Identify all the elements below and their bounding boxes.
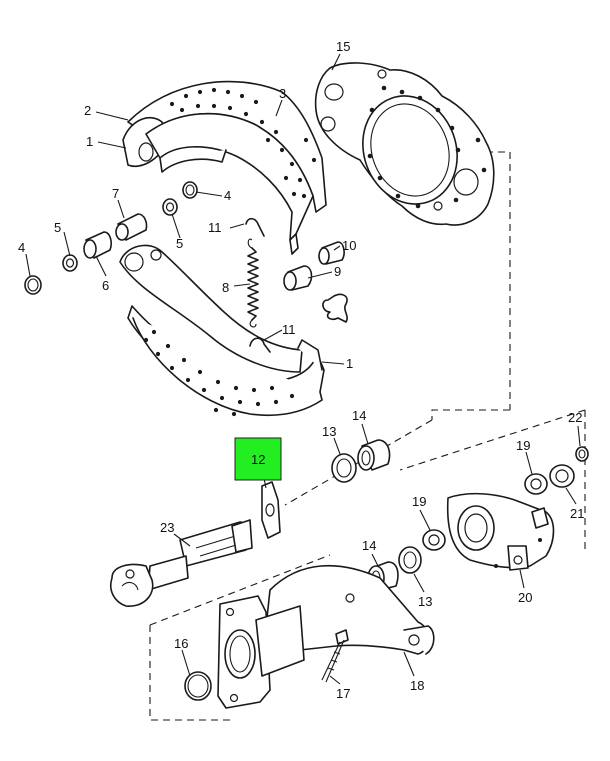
callout-1-upper: 1	[86, 134, 93, 149]
callout-21: 21	[570, 506, 584, 521]
lower-shoe-rivet-holes	[143, 329, 295, 417]
callout-5-right: 5	[176, 236, 183, 251]
callout-5-left: 5	[54, 220, 61, 235]
callout-16: 16	[174, 636, 188, 651]
washer-upper[interactable]	[162, 198, 178, 216]
brake-spider[interactable]	[314, 62, 495, 226]
callout-23: 23	[160, 520, 174, 535]
highlight-box-part-12	[234, 437, 282, 481]
callout-10: 10	[342, 238, 356, 253]
callout-20: 20	[518, 590, 532, 605]
callout-14-lower: 14	[362, 538, 376, 553]
o-ring-seal[interactable]	[184, 671, 212, 701]
callout-15: 15	[336, 39, 350, 54]
spring-hook-upper[interactable]	[245, 217, 265, 237]
callout-22: 22	[568, 410, 582, 425]
anchor-pin[interactable]	[115, 213, 148, 241]
upper-shoe-rivet-holes	[169, 87, 317, 199]
spacer-washer-upper[interactable]	[524, 473, 548, 495]
washer-lower[interactable]	[62, 254, 78, 272]
cam-roller[interactable]	[283, 265, 313, 291]
roller-sleeve[interactable]	[318, 241, 345, 265]
callout-13-upper: 13	[322, 424, 336, 439]
lower-brake-shoe[interactable]	[119, 244, 325, 417]
upper-brake-shoe[interactable]	[122, 80, 327, 255]
bushing[interactable]	[83, 231, 112, 259]
slack-adjuster[interactable]	[446, 492, 555, 571]
spring-hook-lower[interactable]	[249, 337, 271, 353]
spacer-washer-lower[interactable]	[422, 529, 446, 551]
callout-17: 17	[336, 686, 350, 701]
camshaft-seal-upper[interactable]	[331, 453, 357, 483]
camshaft-snap-ring[interactable]	[575, 446, 589, 462]
callout-9: 9	[334, 264, 341, 279]
callout-1-lower: 1	[346, 356, 353, 371]
thrust-washer[interactable]	[549, 464, 575, 488]
callout-3: 3	[279, 86, 286, 101]
cam-washer-highlighted[interactable]	[261, 481, 281, 539]
callout-19-lower: 19	[412, 494, 426, 509]
camshaft-bushing-upper[interactable]	[357, 439, 391, 471]
snap-ring-upper[interactable]	[182, 181, 198, 199]
s-camshaft[interactable]	[110, 519, 253, 607]
callout-7: 7	[112, 186, 119, 201]
callout-11-lower: 11	[282, 322, 296, 337]
camshaft-seal-lower[interactable]	[398, 546, 422, 574]
mounting-bolt[interactable]	[321, 629, 349, 683]
callout-14-upper: 14	[352, 408, 366, 423]
roller-retainer-clip[interactable]	[322, 293, 348, 323]
return-spring[interactable]	[247, 238, 259, 328]
snap-ring-lower[interactable]	[24, 275, 42, 295]
camshaft-bracket[interactable]	[217, 564, 435, 709]
leader-lines	[25, 53, 581, 685]
callout-11-upper: 11	[208, 220, 222, 235]
callout-4-right: 4	[224, 188, 231, 203]
callout-13-lower: 13	[418, 594, 432, 609]
callout-8: 8	[222, 280, 229, 295]
callout-4-left: 4	[18, 240, 25, 255]
callout-18: 18	[410, 678, 424, 693]
callout-19-upper: 19	[516, 438, 530, 453]
callout-6: 6	[102, 278, 109, 293]
callout-2: 2	[84, 103, 91, 118]
callout-12-highlighted: 12	[251, 452, 265, 467]
callout-numbers: 2 1 3 15 4 7 5 5 4 6 11 8 11 10 9 1 13 1…	[18, 39, 584, 701]
